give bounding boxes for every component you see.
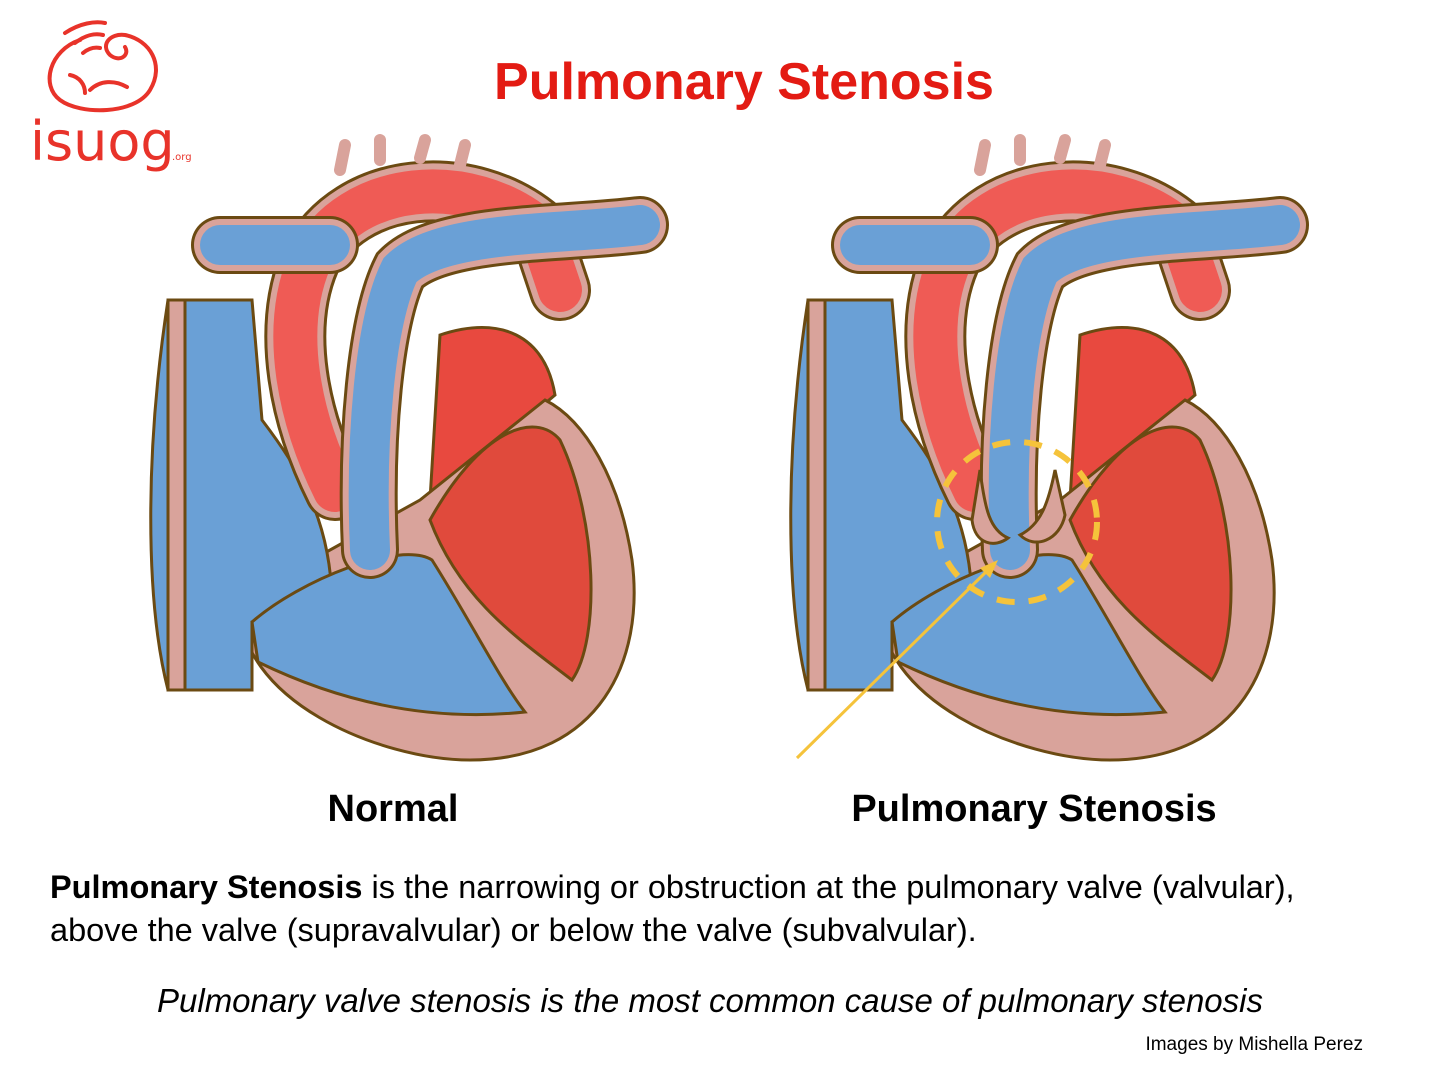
note: Pulmonary valve stenosis is the most com… [157, 982, 1263, 1019]
stenotic-valve-leaflet [970, 469, 1011, 545]
highlight-circle [934, 439, 1100, 605]
heart-diagrams [0, 0, 1309, 800]
caption-stenosis: Pulmonary Stenosis [851, 788, 1217, 830]
logo-suffix: .org [172, 152, 192, 163]
stenosis-heart-diagram [791, 140, 1309, 760]
isuog-logo: isuog .org [30, 20, 192, 173]
stenotic-valve-leaflet [1017, 469, 1067, 544]
image-credit: Images by Mishella Perez [1145, 1034, 1363, 1055]
description: Pulmonary Stenosis is the narrowing or o… [50, 866, 1380, 952]
caption-normal: Normal [327, 788, 459, 830]
logo-text: isuog [30, 110, 175, 173]
slide-title: Pulmonary Stenosis [494, 53, 994, 111]
normal-heart-diagram [151, 140, 669, 760]
description-text: is the narrowing or obstruction at the p… [50, 869, 1295, 948]
description-term: Pulmonary Stenosis [50, 869, 363, 905]
pointer-arrow [795, 566, 992, 760]
